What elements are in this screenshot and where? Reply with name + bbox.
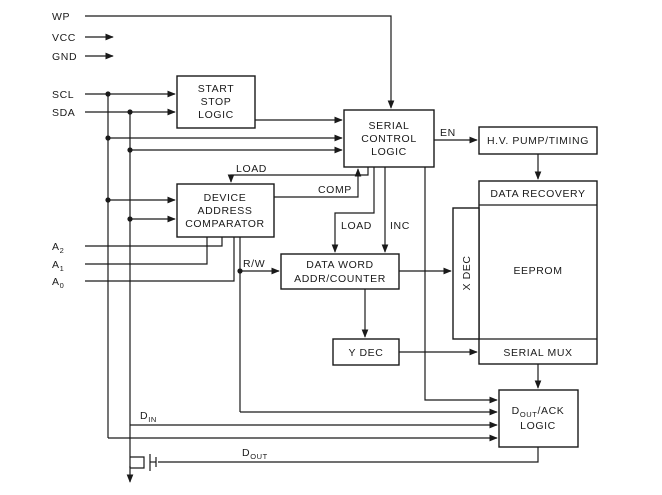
junction-dot [127,109,133,115]
start-stop-line1: START [198,83,234,95]
signal-comp-label: COMP [318,184,352,196]
pin-a2-label: A2 [52,241,64,255]
start-stop-line2: STOP [201,96,232,108]
junction-dot [127,147,133,153]
pin-sda-label: SDA [52,107,75,119]
pin-wp-label: WP [52,11,70,23]
signal-dout-label: DOUT [242,447,268,461]
data-word-line1: DATA WORD [306,259,373,271]
signal-load-mid-label: LOAD [341,220,372,232]
y-dec-label: Y DEC [349,347,384,359]
output-transistor-channel [130,456,145,469]
junction-dot [105,135,111,141]
wp-wire [85,15,395,109]
dout-ack-line2: LOGIC [520,420,556,432]
a0-wire [85,237,235,282]
junction-dot [127,216,133,222]
serial-control-logic-block [343,109,435,168]
x-dec-label: X DEC [461,255,473,290]
y-dec-block [332,338,400,366]
serial-control-line1: SERIAL [369,120,410,132]
data-word-addr-counter-block [280,253,400,290]
comp-wire [274,168,362,198]
serial-control-line2: CONTROL [361,133,417,145]
pin-scl-label: SCL [52,89,74,101]
eeprom-label: EEPROM [513,265,562,277]
signal-din-label: DIN [140,410,157,424]
load-top-wire [227,167,369,183]
control-to-dout-wire [424,167,498,404]
signal-rw-label: R/W [243,258,265,270]
data-recovery-label: DATA RECOVERY [490,188,585,200]
load-mid-wire [331,167,375,253]
junction-dot [105,197,111,203]
device-address-comparator-block [176,183,275,238]
signal-load-top-label: LOAD [236,163,267,175]
pin-a0-label: A0 [52,276,64,290]
signal-en-label: EN [440,127,456,139]
pin-a1-label: A1 [52,259,64,273]
x-dec-block [452,207,480,340]
pin-gnd-label: GND [52,51,77,63]
serial-control-line3: LOGIC [371,146,407,158]
pin-vcc-label: VCC [52,32,76,44]
serial-mux-label: SERIAL MUX [503,347,572,359]
junction-dot [237,268,243,274]
eeprom-array-block [478,180,598,365]
device-addr-line1: DEVICE [204,192,247,204]
dout-ack-line1: DOUT/ACK [512,405,565,419]
dout-ack-logic-block [498,389,579,448]
dout-feedback-wire [158,447,539,463]
junction-dot [105,91,111,97]
device-addr-line2: ADDRESS [198,205,253,217]
start-stop-logic-block [176,75,256,129]
data-word-line2: ADDR/COUNTER [294,273,386,285]
a2-wire [85,237,223,247]
signal-inc-label: INC [390,220,410,232]
start-stop-line3: LOGIC [198,109,234,121]
device-addr-line3: COMPARATOR [185,218,265,230]
hv-pump-label: H.V. PUMP/TIMING [487,135,589,147]
a1-wire [85,237,208,265]
